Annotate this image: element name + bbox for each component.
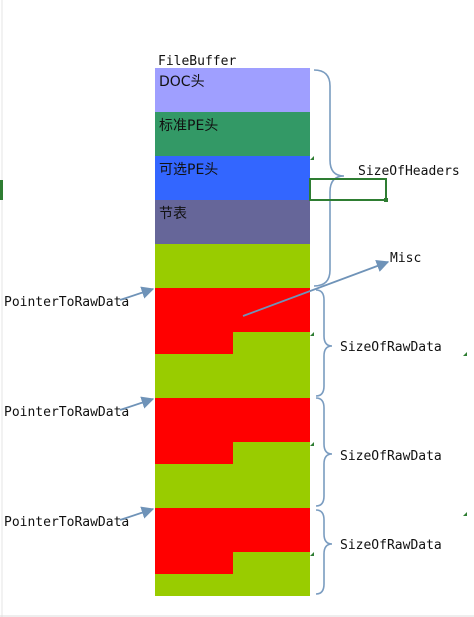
opt-pe-header-label: 可选PE头	[159, 162, 218, 178]
corner-tick	[310, 552, 314, 556]
section-1-size-label: SizeOfRawData	[340, 340, 442, 355]
section-table-block	[155, 200, 310, 244]
section-2-size-label: SizeOfRawData	[340, 449, 442, 464]
section-1-brace	[315, 289, 333, 397]
section-2-pointer-arrow	[119, 396, 155, 411]
left-edge-marker	[0, 180, 3, 200]
section-3-raw-data	[155, 508, 310, 574]
section-3-brace	[315, 509, 333, 595]
section-1-pointer-label: PointerToRawData	[4, 295, 129, 310]
section-1-pointer-arrow	[119, 286, 155, 301]
doc-header-label: DOC头	[159, 74, 205, 90]
header-padding-block	[155, 244, 310, 288]
corner-tick	[310, 442, 314, 446]
section-2-pointer-label: PointerToRawData	[4, 405, 129, 420]
section-1-raw-data	[155, 288, 310, 354]
doc-header-block	[155, 68, 310, 112]
section-table-label: 节表	[159, 206, 187, 222]
corner-tick	[310, 332, 314, 336]
section-3-pointer-label: PointerToRawData	[4, 515, 129, 530]
section-2-raw-data	[155, 398, 310, 464]
section-3-pointer-arrow	[119, 506, 155, 521]
std-pe-header-block	[155, 112, 310, 156]
size-of-headers-label: SizeOfHeaders	[358, 164, 460, 179]
misc-label: Misc	[390, 251, 421, 266]
std-pe-header-label: 标准PE头	[159, 118, 218, 134]
section-3-size-label: SizeOfRawData	[340, 538, 442, 553]
misc-arrow	[242, 260, 390, 317]
size-of-headers-brace	[313, 69, 345, 287]
corner-tick	[463, 512, 467, 516]
selection-box[interactable]	[309, 178, 387, 201]
section-2-brace	[315, 397, 333, 507]
selection-handle[interactable]	[384, 198, 388, 202]
opt-pe-header-block	[155, 156, 310, 200]
filebuffer-title: FileBuffer	[158, 54, 236, 69]
corner-tick	[310, 156, 314, 160]
corner-tick	[463, 352, 467, 356]
